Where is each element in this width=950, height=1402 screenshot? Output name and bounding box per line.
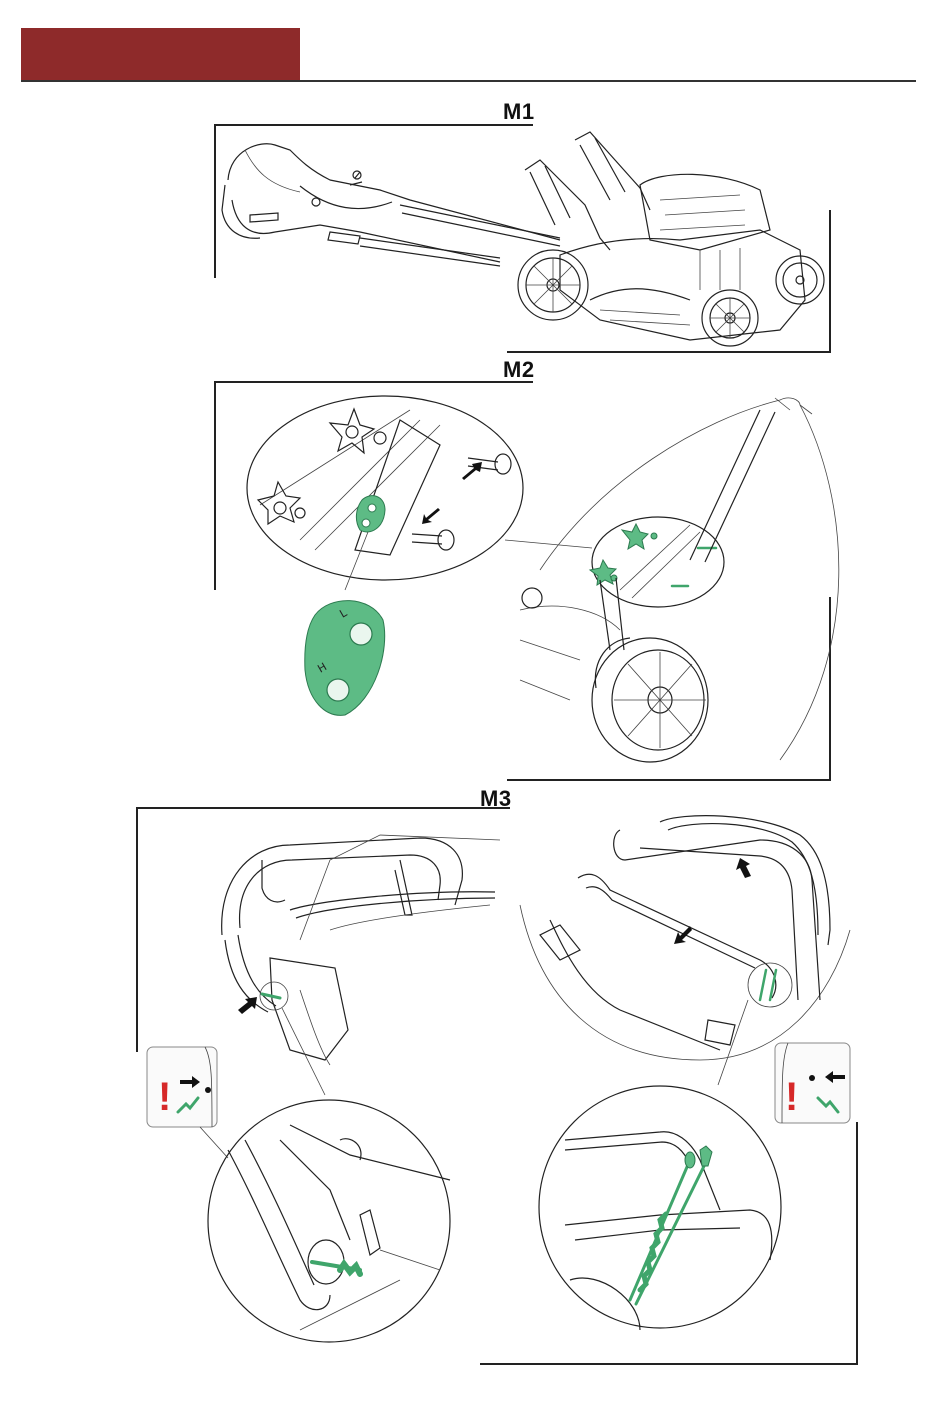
arrow-icon: [238, 997, 257, 1014]
warning-exclamation-right: !: [785, 1075, 798, 1119]
m3-left-detail-callout: [208, 1100, 450, 1342]
m3-right-detail-callout: [539, 1086, 781, 1328]
warning-icon: !: [147, 1047, 217, 1127]
arrow-icon: [674, 858, 751, 944]
warning-exclamation: !: [158, 1075, 171, 1119]
warning-icon: !: [775, 1043, 850, 1123]
